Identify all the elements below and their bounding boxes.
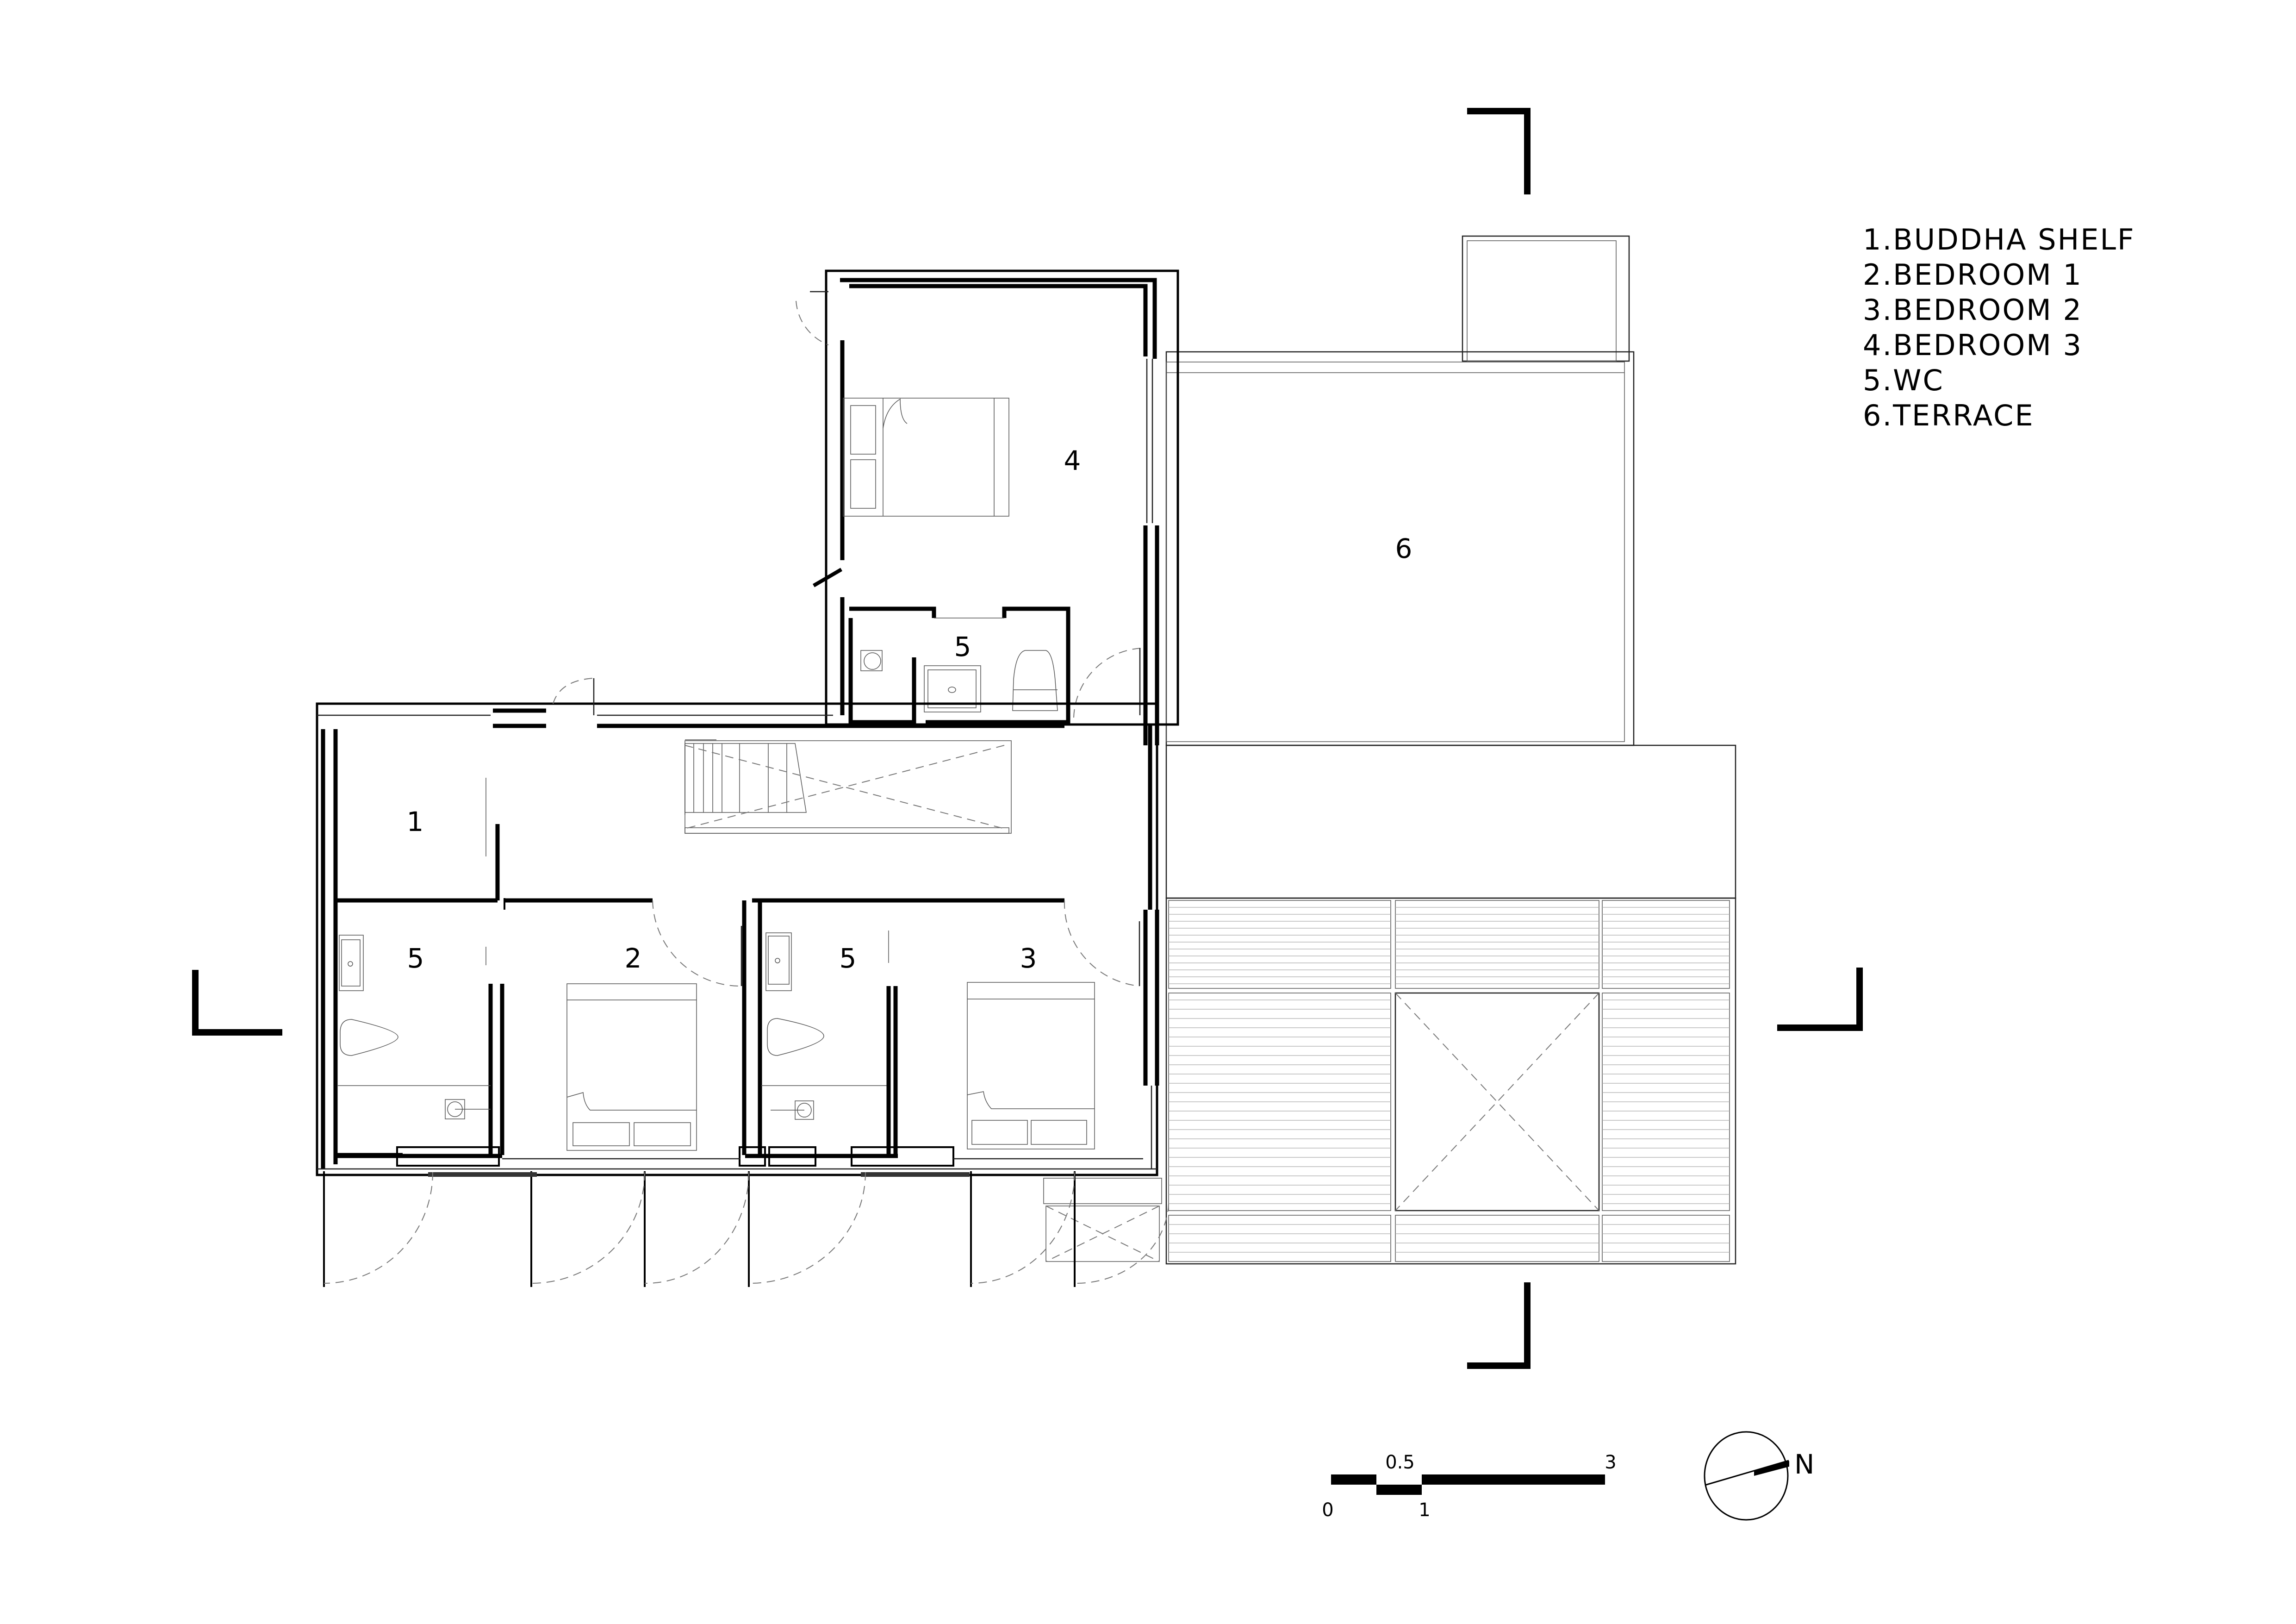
deck-grid (1043, 897, 1736, 1265)
legend-item-terrace: 6.TERRACE (1863, 399, 2035, 432)
scale-label-0-5: 0.5 (1385, 1452, 1415, 1473)
section-marker-right (1777, 968, 1863, 1031)
section-markers (192, 108, 1863, 1369)
room-tag-wc-upper: 5 (954, 631, 971, 662)
louvre-doors (323, 1171, 1169, 1287)
room-legend: 1.BUDDHA SHELF 2.BEDROOM 1 3.BEDROOM 2 4… (1863, 222, 2135, 433)
north-arrow-icon: N (1704, 1431, 1814, 1521)
legend-item-bedroom-1: 2.BEDROOM 1 (1863, 258, 2083, 292)
room-tag-bedroom-2: 3 (1020, 943, 1037, 974)
legend-item-bedroom-3: 4.BEDROOM 3 (1863, 328, 2083, 362)
main-block (316, 678, 1159, 1176)
room-tag-wc-left: 5 (407, 943, 424, 974)
room-tag-bedroom-3: 4 (1064, 445, 1081, 476)
legend-item-bedroom-2: 3.BEDROOM 2 (1863, 293, 2083, 327)
room-labels: 4 5 6 1 5 2 5 3 (407, 445, 1412, 974)
room-tag-terrace: 6 (1395, 533, 1412, 564)
room-tag-bedroom-1: 2 (625, 943, 642, 974)
legend-item-buddha-shelf: 1.BUDDHA SHELF (1863, 223, 2135, 256)
terrace-area (1165, 235, 1736, 899)
section-marker-bottom (1467, 1282, 1531, 1369)
scale-label-1: 1 (1419, 1499, 1430, 1521)
legend-item-wc: 5.WC (1863, 363, 1944, 397)
section-marker-top (1467, 108, 1531, 194)
scale-label-3: 3 (1605, 1452, 1616, 1473)
scale-label-0: 0 (1322, 1499, 1333, 1521)
section-marker-left (192, 970, 282, 1036)
north-label: N (1794, 1449, 1814, 1480)
scale-bar: 0.5 3 0 1 (1322, 1452, 1616, 1521)
room-tag-wc-middle: 5 (840, 943, 857, 974)
room-tag-buddha-shelf: 1 (407, 806, 424, 837)
bedroom-3-block (796, 269, 1179, 745)
